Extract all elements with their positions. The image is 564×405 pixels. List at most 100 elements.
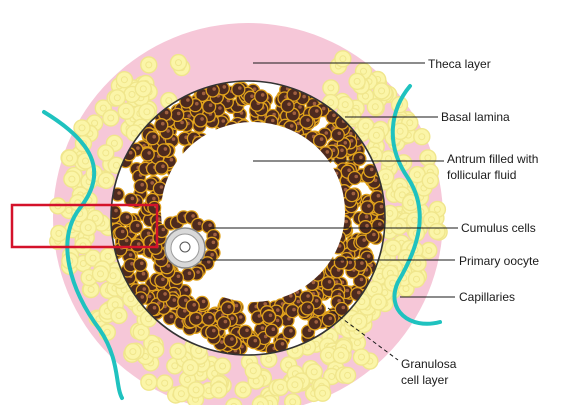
theca-cell [148, 342, 164, 358]
theca-cell [367, 99, 383, 115]
theca-cell [80, 220, 96, 236]
theca-cell [349, 73, 365, 89]
theca-cell [391, 219, 407, 235]
label-capillaries: Capillaries [459, 290, 515, 304]
granulosa-cell [308, 317, 321, 330]
theca-cell [337, 97, 353, 113]
oocyte-nucleus [180, 242, 190, 252]
primary-oocyte [165, 228, 205, 268]
theca-cell [285, 394, 301, 405]
theca-cell [414, 129, 430, 145]
theca-cell [74, 120, 90, 136]
granulosa-cell [286, 305, 299, 318]
granulosa-cell [345, 189, 358, 202]
granulosa-cell [157, 144, 170, 157]
theca-cell [422, 173, 438, 189]
theca-cell [354, 349, 370, 365]
theca-cell [135, 81, 151, 97]
granulosa-cell [171, 108, 184, 121]
label-basal-lamina: Basal lamina [441, 110, 510, 124]
theca-cell [116, 72, 132, 88]
theca-cell [171, 55, 187, 71]
theca-cell [182, 360, 198, 376]
theca-cell [93, 266, 109, 282]
granulosa-cell [314, 134, 327, 147]
granulosa-cell [232, 83, 245, 96]
granulosa-cell [115, 227, 128, 240]
granulosa-cell [263, 310, 276, 323]
granulosa-cell [283, 326, 296, 339]
theca-cell [333, 347, 349, 363]
label-primary-oocyte: Primary oocyte [459, 254, 539, 268]
theca-cell [409, 271, 425, 287]
theca-cell [323, 80, 339, 96]
granulosa-cell [224, 334, 237, 347]
granulosa-cell [361, 201, 374, 214]
granulosa-cell [134, 180, 147, 193]
theca-cell [315, 385, 331, 401]
granulosa-cell [217, 317, 230, 330]
granulosa-cell [359, 221, 372, 234]
theca-cell [385, 240, 401, 256]
label-antrum-line1: Antrum filled with [447, 152, 538, 166]
theca-cell [374, 83, 390, 99]
theca-cell [215, 358, 231, 374]
granulosa-cell [120, 212, 133, 225]
theca-cell [170, 343, 186, 359]
granulosa-cell [131, 239, 144, 252]
granulosa-cell [265, 324, 278, 337]
label-granulosa-line1: Granulosa [401, 357, 457, 371]
granulosa-cell [186, 300, 199, 313]
label-theca-layer: Theca layer [428, 57, 491, 71]
theca-cell [287, 377, 303, 393]
theca-cell [109, 90, 125, 106]
granulosa-cell [334, 256, 347, 269]
granulosa-cell [134, 258, 147, 271]
granulosa-cell [322, 277, 335, 290]
granulosa-cell [353, 152, 366, 165]
theca-cell [306, 364, 322, 380]
theca-cell [139, 104, 155, 120]
granulosa-cell [247, 336, 260, 349]
granulosa-cell [155, 119, 168, 132]
label-granulosa-line2: cell layer [401, 373, 448, 387]
granulosa-cell [194, 114, 207, 127]
theca-cell [245, 363, 261, 379]
theca-cell [368, 127, 384, 143]
theca-cell [340, 367, 356, 383]
granulosa-cell [155, 161, 168, 174]
granulosa-cell [221, 302, 234, 315]
theca-cell [64, 171, 80, 187]
theca-cell [157, 375, 173, 391]
granulosa-cell [202, 312, 215, 325]
label-cumulus-cells: Cumulus cells [461, 221, 536, 235]
granulosa-cell [301, 302, 314, 315]
theca-cell [188, 382, 204, 398]
theca-cell [370, 294, 386, 310]
theca-cell [141, 57, 157, 73]
theca-cell [103, 110, 119, 126]
theca-cell [273, 379, 289, 395]
granulosa-cell [206, 326, 219, 339]
granulosa-cell [141, 148, 154, 161]
label-antrum-line2: follicular fluid [447, 168, 516, 182]
granulosa-cell [255, 90, 268, 103]
granulosa-cell [331, 128, 344, 141]
theca-cell [98, 172, 114, 188]
granulosa-cell [157, 289, 170, 302]
granulosa-cell [148, 201, 161, 214]
theca-cell [335, 51, 351, 67]
theca-cell [62, 150, 78, 166]
theca-cell [141, 374, 157, 390]
theca-cell [429, 224, 445, 240]
granulosa-cell [300, 115, 313, 128]
granulosa-cell [190, 312, 203, 325]
theca-cell [111, 308, 127, 324]
cumulus-cell [205, 237, 218, 250]
granulosa-cell [348, 172, 361, 185]
theca-cell [420, 150, 436, 166]
theca-cell [125, 344, 141, 360]
granulosa-cell [281, 99, 294, 112]
granulosa-cell [146, 132, 159, 145]
